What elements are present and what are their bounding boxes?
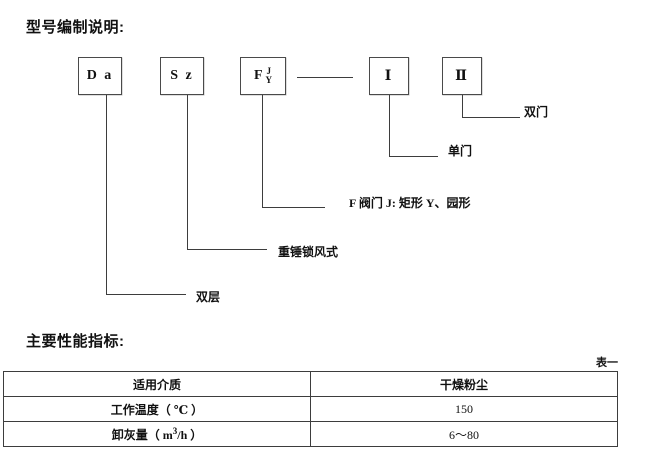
leader-stem-counterweight <box>187 95 188 250</box>
table-cell-label: 卸灰量（ m3/h ） <box>3 421 311 447</box>
code-box-da: D a <box>78 57 122 95</box>
label-single-door: 单门 <box>448 144 473 158</box>
leader-stem-double-layer <box>106 95 107 295</box>
table-row: 适用介质 干燥粉尘 <box>3 371 618 397</box>
leader-arm-double-door <box>462 117 520 118</box>
code-box-fjy-main: F <box>253 68 265 83</box>
code-box-fjy-sub: Y <box>265 75 273 85</box>
table-cell-value: 6～80 <box>310 421 618 447</box>
code-box-fjy: F J Y <box>240 57 286 95</box>
leader-arm-single-door <box>389 156 438 157</box>
label-double-door: 双门 <box>524 105 549 119</box>
table-row: 卸灰量（ m3/h ） 6～80 <box>3 421 618 447</box>
leader-arm-valve-shape <box>262 207 325 208</box>
table-caption: 表一 <box>596 357 618 369</box>
table-cell-value: 干燥粉尘 <box>310 371 618 397</box>
page-title-model-spec: 型号编制说明: <box>26 19 125 36</box>
code-box-roman-two: Ⅱ <box>442 57 482 95</box>
leader-stem-single-door <box>389 95 390 157</box>
leader-arm-double-layer <box>106 294 186 295</box>
code-box-sz: S z <box>160 57 204 95</box>
label-counterweight: 重锤锁风式 <box>278 245 339 259</box>
performance-table: 适用介质 干燥粉尘 工作温度（ ℃ ） 150 卸灰量（ m3/h ） 6～80 <box>3 371 618 447</box>
code-box-roman-two-label: Ⅱ <box>455 68 469 84</box>
leader-stem-valve-shape <box>262 95 263 208</box>
code-box-roman-one: Ⅰ <box>369 57 409 95</box>
label-double-layer: 双层 <box>196 290 221 304</box>
table-cell-value: 150 <box>310 396 618 422</box>
table-cell-label-exponent: 3 <box>172 425 178 436</box>
code-box-da-label: D a <box>86 68 114 83</box>
code-box-roman-one-label: Ⅰ <box>384 68 394 84</box>
connector-dash-fjy-to-roman-one <box>297 77 353 78</box>
code-box-fjy-fraction: J Y <box>266 67 273 84</box>
table-cell-label-suffix: /h ） <box>177 427 203 442</box>
table-row: 工作温度（ ℃ ） 150 <box>3 396 618 422</box>
label-valve-shape: F 阀门 J: 矩形 Y、园形 <box>349 196 471 210</box>
code-box-sz-label: S z <box>170 68 194 83</box>
leader-arm-counterweight <box>187 249 267 250</box>
page-title-performance: 主要性能指标: <box>26 333 125 350</box>
code-box-fjy-sup: J <box>266 66 272 77</box>
leader-stem-double-door <box>462 95 463 118</box>
table-cell-label: 适用介质 <box>3 371 311 397</box>
table-cell-label: 工作温度（ ℃ ） <box>3 396 311 422</box>
table-cell-label-prefix: 卸灰量（ m <box>111 427 173 442</box>
